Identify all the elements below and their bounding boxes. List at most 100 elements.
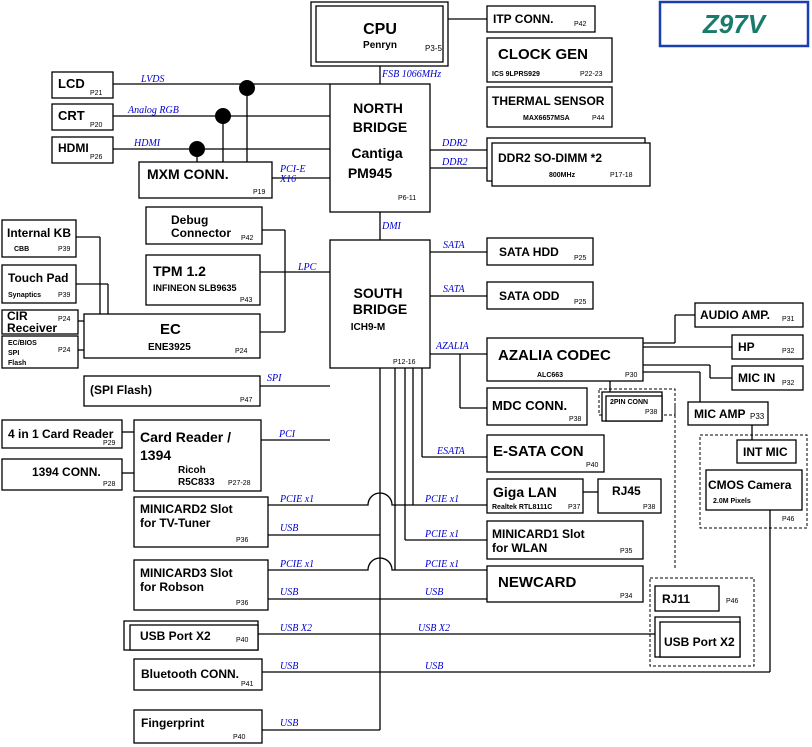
gigalan-sub: Realtek RTL8111C: [492, 504, 552, 511]
mdc-conn-block: MDC CONN. P38: [486, 387, 588, 426]
c1394-name: 1394 CONN.: [32, 465, 101, 479]
crt-name: CRT: [58, 108, 85, 123]
cir-line2: Receiver: [7, 321, 57, 335]
ec-page: P24: [235, 348, 248, 355]
esata-page: P40: [586, 462, 599, 469]
touchpad-page: P39: [58, 292, 71, 299]
itp-page: P42: [574, 21, 587, 28]
bluetooth-conn-block: Bluetooth CONN. P41: [133, 658, 263, 691]
sata-hdd-block: SATA HDD P25: [486, 237, 594, 266]
bus-usb-f: USB: [280, 718, 298, 729]
bus-pcie-x1-d: PCIE x1: [279, 559, 314, 570]
touchpad-sub: Synaptics: [8, 292, 41, 299]
cardreader4-name: 4 in 1 Card Reader: [8, 427, 114, 441]
audio-amp-block: AUDIO AMP. P31: [694, 302, 804, 328]
cpu-sub: Penryn: [363, 40, 397, 51]
debug-page: P42: [241, 235, 254, 242]
tpm-name: TPM 1.2: [153, 263, 206, 279]
lcd-page: P21: [90, 90, 103, 97]
cpu-page: P3-5: [425, 44, 442, 53]
hp-name: HP: [738, 340, 755, 354]
hp-block: HP P32: [731, 334, 804, 360]
clock-name: CLOCK GEN: [498, 46, 588, 63]
minicard2-line2: for TV-Tuner: [140, 516, 211, 530]
cmos-camera-block: CMOS Camera 2.0M Pixels: [705, 469, 803, 511]
newcard-block: NEWCARD P34: [486, 565, 644, 603]
1394-conn-block: 1394 CONN. P28: [1, 458, 123, 491]
nb-line3: Cantiga: [351, 145, 403, 161]
itp-conn-block: ITP CONN. P42: [486, 5, 596, 33]
bus-esata: ESATA: [436, 446, 466, 457]
ddr-name: DDR2 SO-DIMM *2: [498, 151, 602, 165]
mdc-name: MDC CONN.: [492, 398, 567, 413]
ecbios-line1: EC/BIOS: [8, 340, 37, 347]
south-bridge-block: SOUTH BRIDGE ICH9-M P12-16: [329, 239, 431, 369]
ec-bios-spi-flash-block: EC/BIOS SPI Flash P24: [1, 335, 79, 369]
junction-rgb: [215, 108, 231, 124]
pin2-name: 2PIN CONN: [610, 399, 648, 406]
bus-usb-d: USB: [280, 661, 298, 672]
audioamp-name: AUDIO AMP.: [700, 308, 770, 322]
bus-usb-b: USB: [280, 587, 298, 598]
ddr2-sodimm-block: DDR2 SO-DIMM *2 800MHz P17-18: [486, 137, 651, 187]
mxm-page: P19: [253, 189, 266, 196]
micamp-name: MIC AMP: [694, 407, 746, 421]
audioamp-page: P31: [782, 316, 795, 323]
thermal-page: P44: [592, 115, 605, 122]
bus-usb-c: USB: [425, 587, 443, 598]
bus-usb-e: USB: [425, 661, 443, 672]
hp-page: P32: [782, 348, 795, 355]
nb-line1: NORTH: [353, 100, 403, 116]
cmos-page: P46: [782, 516, 795, 523]
micin-page: P32: [782, 380, 795, 387]
bluetooth-name: Bluetooth CONN.: [141, 667, 239, 681]
hdmi-page: P26: [90, 154, 103, 161]
sb-line1: SOUTH: [354, 285, 403, 301]
cardreader-line3: Ricoh: [178, 465, 206, 476]
sb-line2: BRIDGE: [353, 301, 407, 317]
esata-con-block: E-SATA CON P40: [486, 434, 605, 473]
minicard3-line2: for Robson: [140, 580, 204, 594]
card-reader-1394-block: Card Reader / 1394 Ricoh R5C833 P27-28: [133, 419, 262, 492]
spiflash-name: (SPI Flash): [90, 383, 152, 397]
kb-name: Internal KB: [7, 226, 71, 240]
bus-usb-x2-a: USB X2: [280, 623, 312, 634]
rj11-page: P46: [726, 598, 739, 605]
mic-in-block: MIC IN P32: [731, 365, 804, 391]
usb-port-x2-left-block: USB Port X2 P40: [123, 620, 259, 651]
azalia-name: AZALIA CODEC: [498, 347, 611, 364]
micin-name: MIC IN: [738, 371, 775, 385]
bus-azalia: AZALIA: [435, 341, 470, 352]
bus-labels: FSB 1066MHz LVDS Analog RGB HDMI PCI-E X…: [127, 69, 470, 729]
usbx2-left-page: P40: [236, 637, 249, 644]
cir-receiver-block: CIR Receiver P24: [1, 309, 79, 335]
rj45-block: RJ45 P38: [597, 478, 662, 514]
crt-page: P20: [90, 122, 103, 129]
spiflash-page: P47: [240, 397, 253, 404]
fingerprint-block: Fingerprint P40: [133, 709, 263, 744]
micamp-page: P33: [750, 412, 765, 421]
minicard2-page: P36: [236, 537, 249, 544]
north-bridge-block: NORTH BRIDGE Cantiga PM945 P6-11: [329, 83, 431, 213]
minicard3-page: P36: [236, 600, 249, 607]
clock-gen-block: CLOCK GEN ICS 9LPRS929 P22-23: [486, 37, 613, 83]
ecbios-line2: SPI: [8, 350, 19, 357]
intmic-name: INT MIC: [743, 445, 788, 459]
usb-port-x2-right-block: USB Port X2: [654, 616, 741, 658]
cmos-name: CMOS Camera: [708, 478, 792, 492]
ecbios-line3: Flash: [8, 360, 26, 367]
minicard1-block: MINICARD1 Slot for WLAN P35: [486, 520, 644, 560]
int-mic-block: INT MIC: [736, 439, 797, 464]
c1394-page: P28: [103, 481, 116, 488]
sata-hdd-page: P25: [574, 255, 587, 262]
bus-pcie-x1-b: PCIE x1: [424, 494, 459, 505]
cir-page: P24: [58, 316, 71, 323]
rj11-name: RJ11: [662, 592, 690, 606]
minicard1-page: P35: [620, 548, 633, 555]
gigalan-page: P37: [568, 504, 581, 511]
azalia-page: P30: [625, 372, 638, 379]
bus-analog-rgb: Analog RGB: [127, 105, 179, 116]
nb-line2: BRIDGE: [353, 119, 407, 135]
touchpad-name: Touch Pad: [8, 271, 68, 285]
